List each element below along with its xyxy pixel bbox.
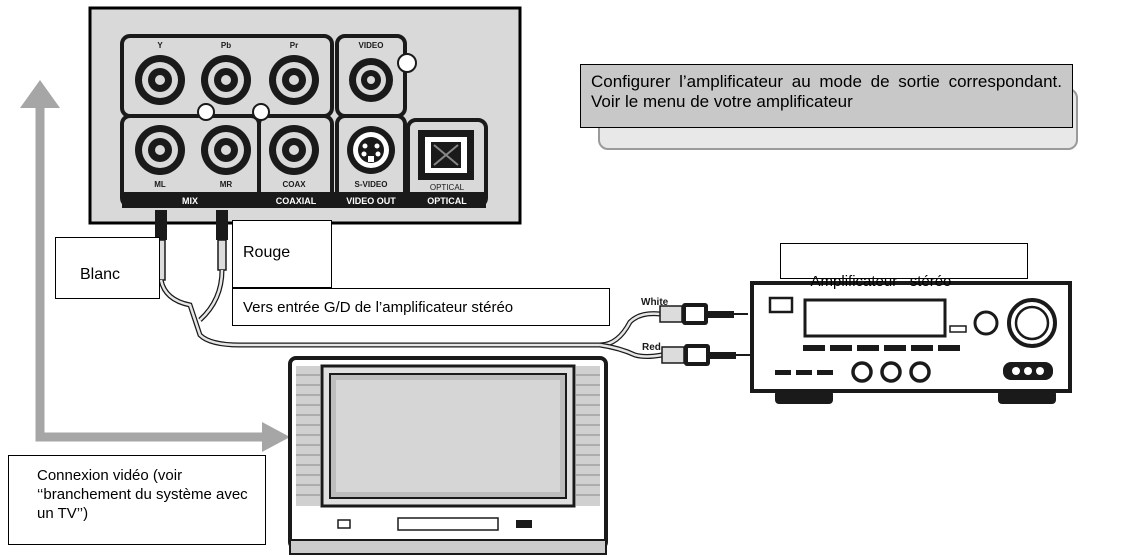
label-blanc: Blanc bbox=[80, 266, 121, 283]
label-video: VIDEO bbox=[359, 41, 384, 50]
rca-jack-video bbox=[349, 58, 393, 102]
svideo-jack bbox=[347, 126, 395, 174]
television bbox=[288, 356, 608, 555]
label-ml: ML bbox=[154, 180, 166, 189]
rca-jack-pb bbox=[201, 55, 251, 105]
instruction-box: Configurer l’amplificateur au mode de so… bbox=[580, 64, 1073, 128]
rca-jack-ml bbox=[135, 125, 185, 175]
audio-cable: White Red bbox=[155, 210, 750, 366]
rca-jack-y bbox=[135, 55, 185, 105]
band-mix: MIX bbox=[182, 196, 198, 206]
label-mr: MR bbox=[220, 180, 233, 189]
tag-white: White bbox=[641, 297, 669, 308]
label-rouge: Rouge bbox=[243, 244, 291, 261]
rca-jack-mr bbox=[201, 125, 251, 175]
stereo-amplifier bbox=[750, 281, 1072, 404]
label-rouge-box: Rouge bbox=[232, 220, 332, 288]
label-svideo: S-VIDEO bbox=[355, 180, 388, 189]
label-optical-small: OPTICAL bbox=[430, 183, 465, 192]
rca-jack-pr bbox=[269, 55, 319, 105]
rca-jack-coax bbox=[269, 125, 319, 175]
label-vers-entree: Vers entrée G/D de l’amplificateur stéré… bbox=[243, 299, 514, 316]
label-blanc-box: Blanc bbox=[55, 237, 160, 299]
tag-red: Red bbox=[642, 342, 661, 353]
label-coax: COAX bbox=[282, 180, 306, 189]
optical-jack bbox=[418, 130, 474, 180]
label-connexion-video-box: Connexion vidéo (voir ‘‘branchement du s… bbox=[8, 455, 266, 545]
rear-panel: Y Pb Pr VIDEO ML MR COAX S-VIDEO OPTICAL… bbox=[88, 6, 522, 225]
label-pr: Pr bbox=[290, 41, 298, 50]
label-amplificateur-box: Amplificateur stéréo bbox=[780, 243, 1028, 290]
video-connection-arrow bbox=[20, 80, 290, 452]
label-y: Y bbox=[157, 41, 163, 50]
band-optical: OPTICAL bbox=[427, 196, 467, 206]
label-vers-entree-box: Vers entrée G/D de l’amplificateur stéré… bbox=[232, 288, 610, 326]
label-pb: Pb bbox=[221, 41, 231, 50]
band-video-out: VIDEO OUT bbox=[346, 196, 396, 206]
band-coaxial: COAXIAL bbox=[276, 196, 317, 206]
label-connexion-video: Connexion vidéo (voir ‘‘branchement du s… bbox=[37, 467, 248, 522]
label-amplificateur: Amplificateur stéréo bbox=[810, 273, 952, 290]
